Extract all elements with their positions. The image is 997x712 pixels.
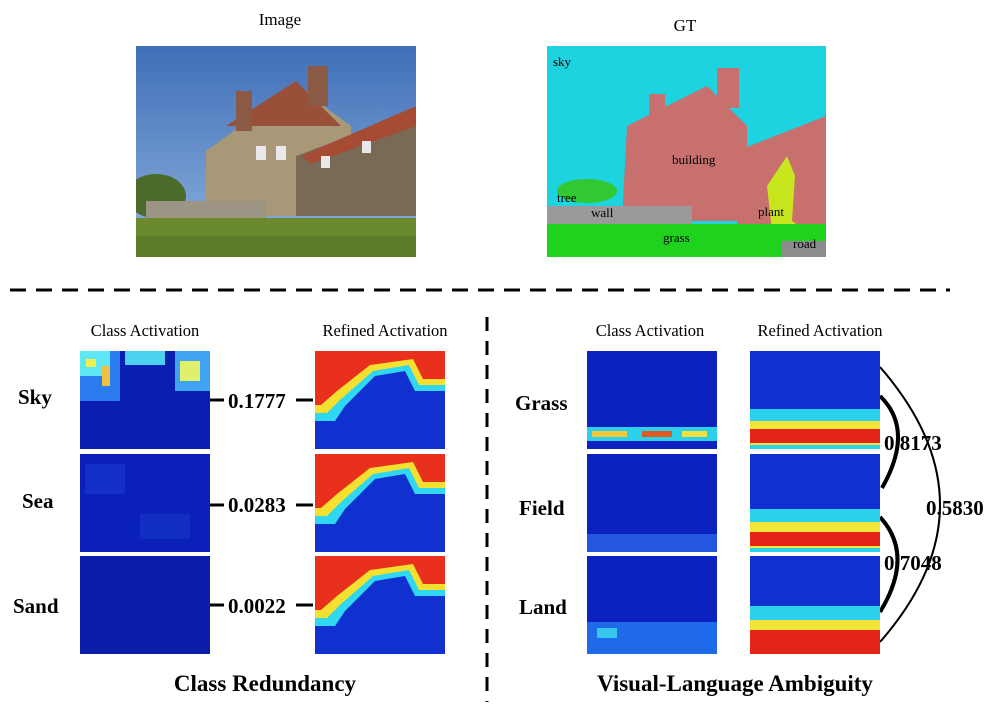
cam-land (587, 556, 717, 654)
right-col-class-activation: Class Activation (595, 321, 705, 340)
refined-sky (315, 351, 445, 449)
similarity-field-land: 0.7048 (884, 551, 942, 575)
refined-grass (750, 351, 880, 449)
right-row-label-grass: Grass (515, 391, 568, 415)
left-score-sea: 0.0283 (228, 493, 286, 517)
gt-label-grass: grass (663, 230, 690, 245)
right-row-label-field: Field (519, 496, 565, 520)
gt-caption: GT (673, 16, 697, 35)
right-col-refined-activation: Refined Activation (757, 321, 883, 340)
refined-sea (315, 454, 445, 552)
cam-sky (80, 351, 210, 449)
refined-field (750, 454, 880, 552)
right-panel-title: Visual-Language Ambiguity (597, 671, 873, 696)
left-row-label-sand: Sand (13, 594, 59, 618)
similarity-grass-field: 0.8173 (884, 431, 942, 455)
gt-label-wall: wall (591, 205, 614, 220)
cam-grass (587, 351, 717, 449)
gt-label-building: building (672, 152, 716, 167)
cam-sand (80, 556, 210, 654)
gt-segmentation: sky building tree wall plant grass road (547, 46, 826, 257)
left-col-refined-activation: Refined Activation (322, 321, 448, 340)
left-row-label-sea: Sea (22, 489, 54, 513)
right-row-label-land: Land (519, 595, 567, 619)
left-score-sand: 0.0022 (228, 594, 286, 618)
cam-field (587, 454, 717, 552)
left-row-label-sky: Sky (18, 385, 52, 409)
similarity-grass-land: 0.5830 (926, 496, 984, 520)
refined-sand (315, 556, 445, 654)
input-photo (136, 46, 416, 257)
gt-label-road: road (793, 236, 817, 251)
left-score-sky: 0.1777 (228, 389, 286, 413)
cam-sea (80, 454, 210, 552)
gt-label-sky: sky (553, 54, 572, 69)
image-caption: Image (258, 10, 302, 29)
left-col-class-activation: Class Activation (90, 321, 200, 340)
gt-label-tree: tree (557, 190, 577, 205)
refined-land (750, 556, 880, 654)
left-panel-title: Class Redundancy (173, 671, 357, 696)
gt-label-plant: plant (758, 204, 784, 219)
